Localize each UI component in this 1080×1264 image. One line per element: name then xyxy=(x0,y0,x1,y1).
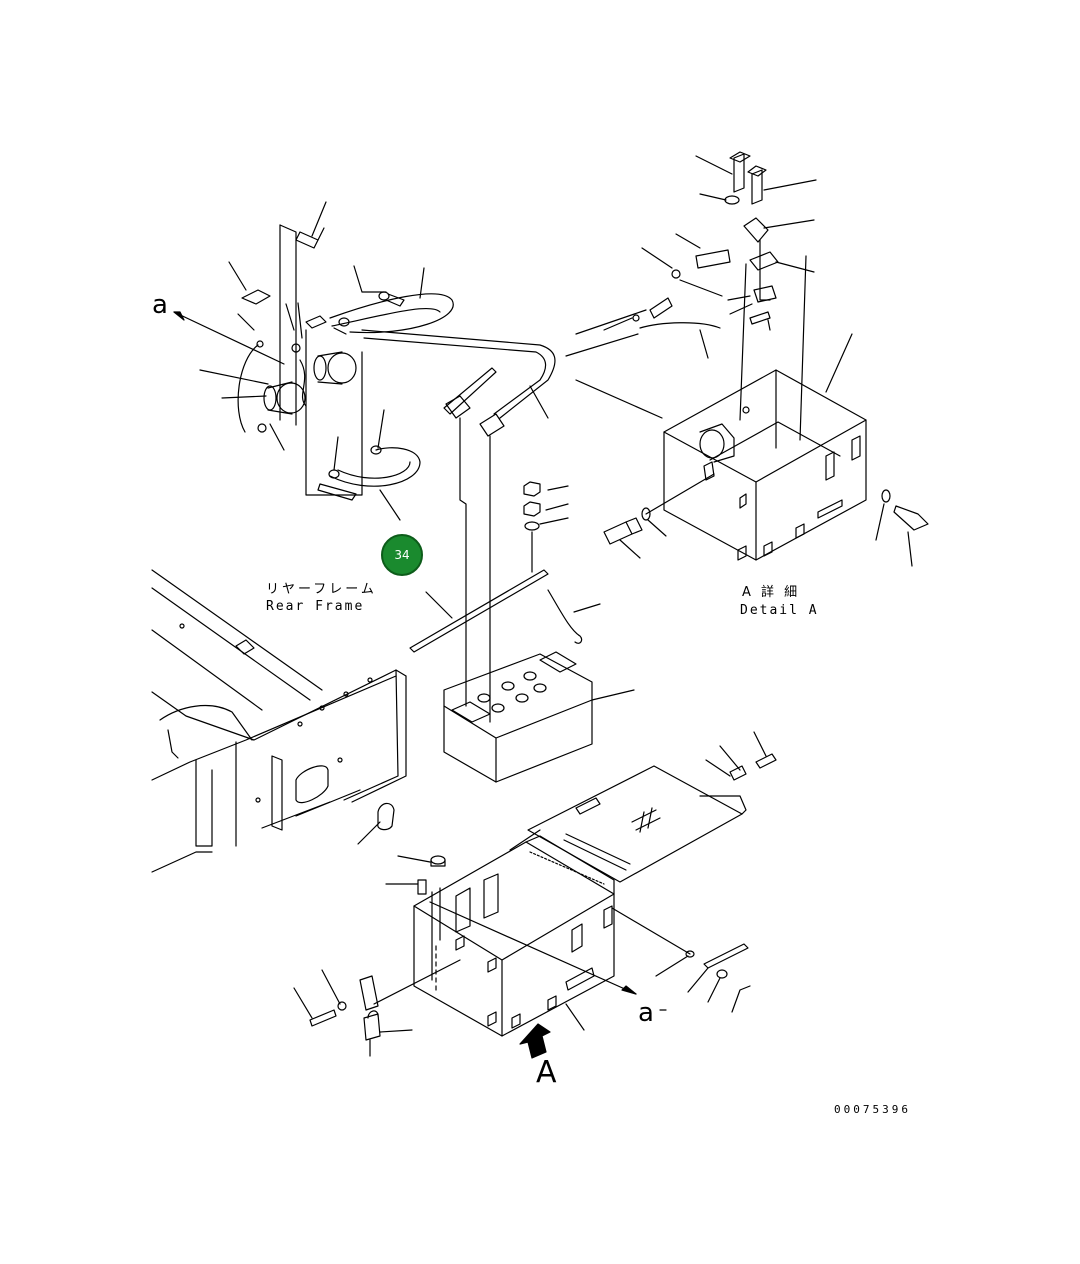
rear-frame xyxy=(151,569,407,873)
callout-badge-34[interactable]: 34 xyxy=(381,534,423,576)
battery-relay-assembly xyxy=(173,201,454,521)
drawing-number: 00075396 xyxy=(834,1103,911,1116)
detail-a-label-jp: A 詳 細 xyxy=(742,585,801,600)
battery-cables xyxy=(361,329,556,723)
rear-frame-label-en: Rear Frame xyxy=(266,599,365,614)
detail-a xyxy=(565,151,929,567)
section-a-bottom-label: a xyxy=(638,998,654,1028)
section-a-top-label: a xyxy=(152,290,168,320)
battery xyxy=(443,651,635,783)
rear-frame-label-jp: リヤーフレーム xyxy=(266,582,377,597)
detail-a-label-en: Detail A xyxy=(740,603,819,618)
fasteners-center xyxy=(409,481,601,653)
battery-box xyxy=(293,731,777,1059)
view-a-label: A xyxy=(536,1055,557,1090)
